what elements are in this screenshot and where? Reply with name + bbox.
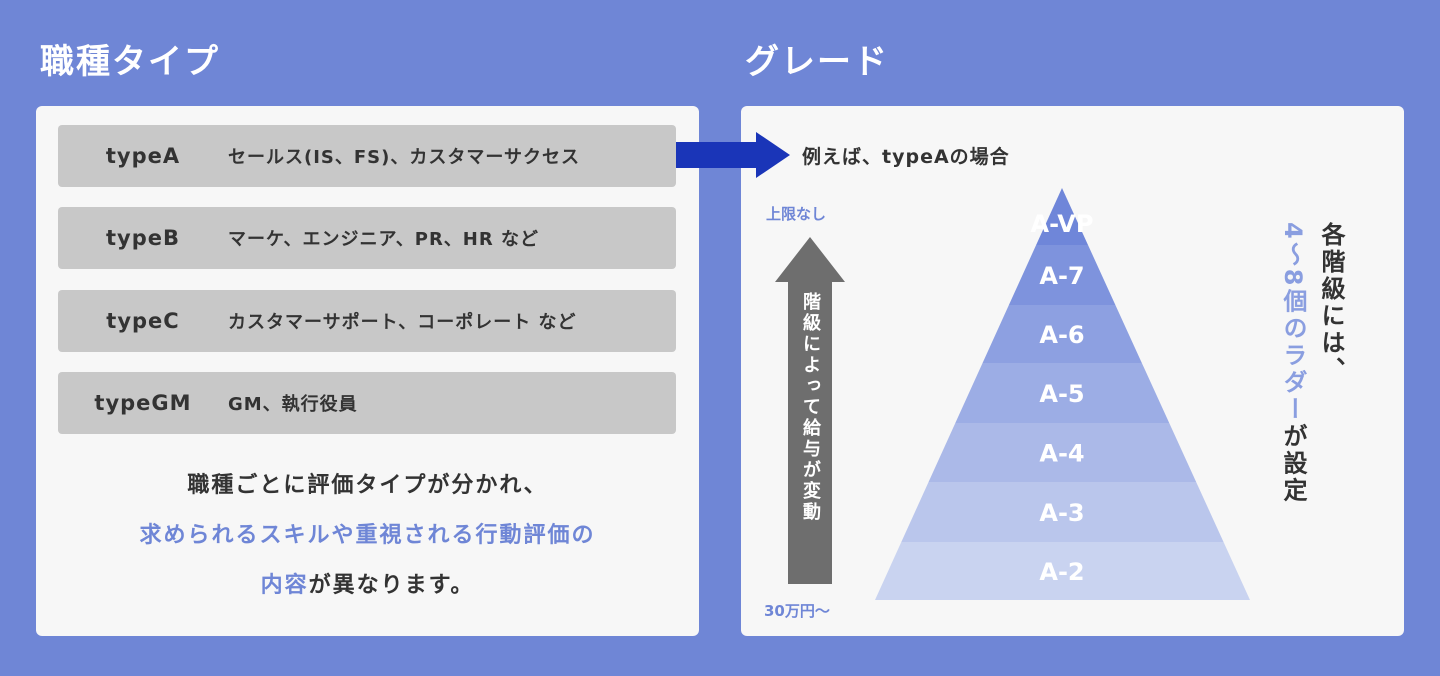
type-name: typeC [106, 309, 180, 333]
grade-band [875, 482, 1250, 542]
summary-line: 内容が異なります。 [36, 561, 699, 611]
bottom-label: 30万円〜 [764, 602, 830, 620]
type-desc: セールス(IS、FS)、カスタマーサクセス [228, 147, 581, 168]
type-row: typeB マーケ、エンジニア、PR、HR など [58, 207, 676, 269]
type-name: typeGM [94, 391, 192, 415]
summary-rest: が異なります。 [308, 573, 475, 598]
left-title: 職種タイプ [40, 42, 220, 82]
side-text-accent: 4〜8個のラダー [1279, 222, 1307, 424]
grade-label: A-6 [1039, 321, 1084, 349]
summary-accent: 内容 [260, 573, 309, 598]
grade-band [875, 542, 1250, 600]
type-desc: GM、執行役員 [228, 394, 358, 415]
side-text: 各階級には、 [1317, 222, 1345, 384]
type-row: typeC カスタマーサポート、コーポレート など [58, 290, 676, 352]
arrow-right-icon [676, 132, 790, 178]
side-text-2: 4〜8個のラダーが設定 [1278, 222, 1308, 504]
job-types-panel: typeA セールス(IS、FS)、カスタマーサクセス typeB マーケ、エンジニ… [36, 106, 699, 636]
arrow-text: 階級によって給与が変動 [800, 292, 821, 523]
grade-label: A-VP [1031, 210, 1094, 238]
summary-text: 職種ごとに評価タイプが分かれ、 求められるスキルや重視される行動評価の 内容が異… [36, 461, 699, 611]
type-row: typeGM GM、執行役員 [58, 372, 676, 434]
example-label: 例えば、typeAの場合 [802, 146, 1010, 168]
top-label: 上限なし [766, 205, 827, 223]
type-desc: カスタマーサポート、コーポレート など [228, 312, 577, 333]
grade-label: A-5 [1039, 380, 1084, 408]
type-name: typeB [105, 226, 180, 250]
grade-label: A-2 [1039, 558, 1084, 586]
type-name: typeA [105, 144, 181, 168]
grade-label: A-3 [1039, 499, 1084, 527]
gray-up-arrow [775, 237, 845, 584]
summary-line: 求められるスキルや重視される行動評価の [139, 523, 596, 548]
type-desc: マーケ、エンジニア、PR、HR など [228, 229, 540, 250]
grade-label: A-4 [1039, 440, 1084, 468]
grade-label: A-7 [1039, 262, 1084, 290]
summary-line: 職種ごとに評価タイプが分かれ、 [187, 473, 548, 498]
right-title: グレード [745, 42, 889, 82]
side-text-rest: が設定 [1279, 423, 1307, 505]
type-row: typeA セールス(IS、FS)、カスタマーサクセス [58, 125, 676, 187]
